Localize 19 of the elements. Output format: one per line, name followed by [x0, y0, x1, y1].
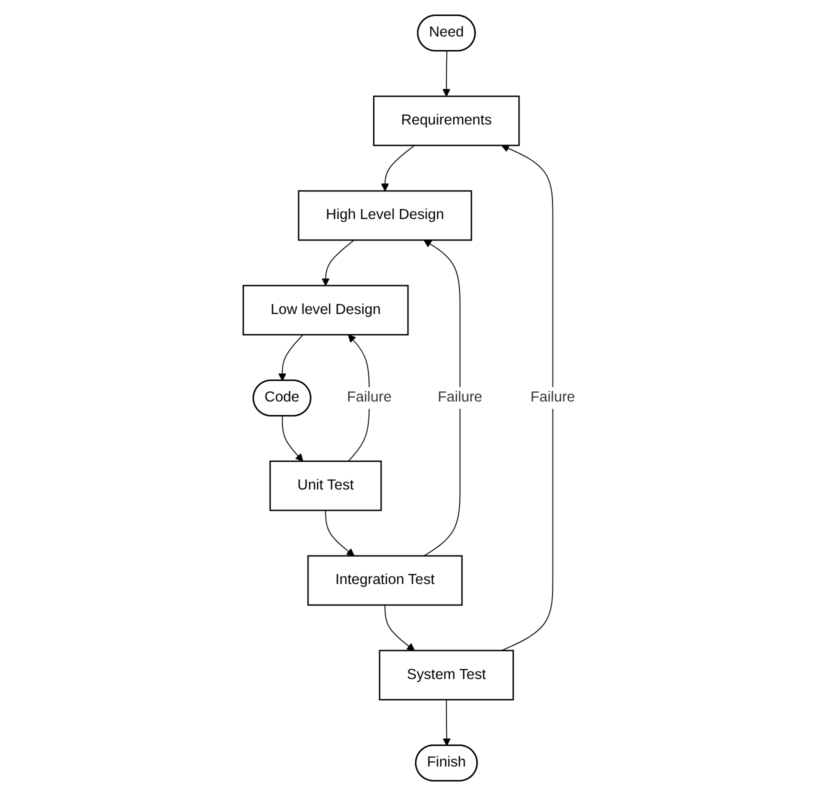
node-box: Integration Test: [308, 555, 463, 606]
node-box: Low level Design: [242, 284, 409, 336]
arrow: [502, 144, 554, 651]
arrow: [278, 334, 304, 382]
arrow: [282, 416, 304, 462]
arrow: [326, 510, 355, 556]
arrow: [381, 144, 416, 192]
edge-label: Failure: [530, 390, 576, 406]
arrow: [442, 50, 451, 97]
node-box: Unit Test: [270, 460, 382, 512]
edge-label: Failure: [347, 390, 392, 406]
arrow: [384, 604, 416, 651]
arrow: [443, 699, 452, 746]
node-box: Requirements: [373, 96, 520, 146]
edge-label: Failure: [438, 390, 483, 406]
node-box: High Level Design: [298, 190, 472, 241]
arrow: [322, 240, 355, 286]
node-box: System Test: [379, 650, 514, 700]
arrow: [424, 240, 461, 556]
